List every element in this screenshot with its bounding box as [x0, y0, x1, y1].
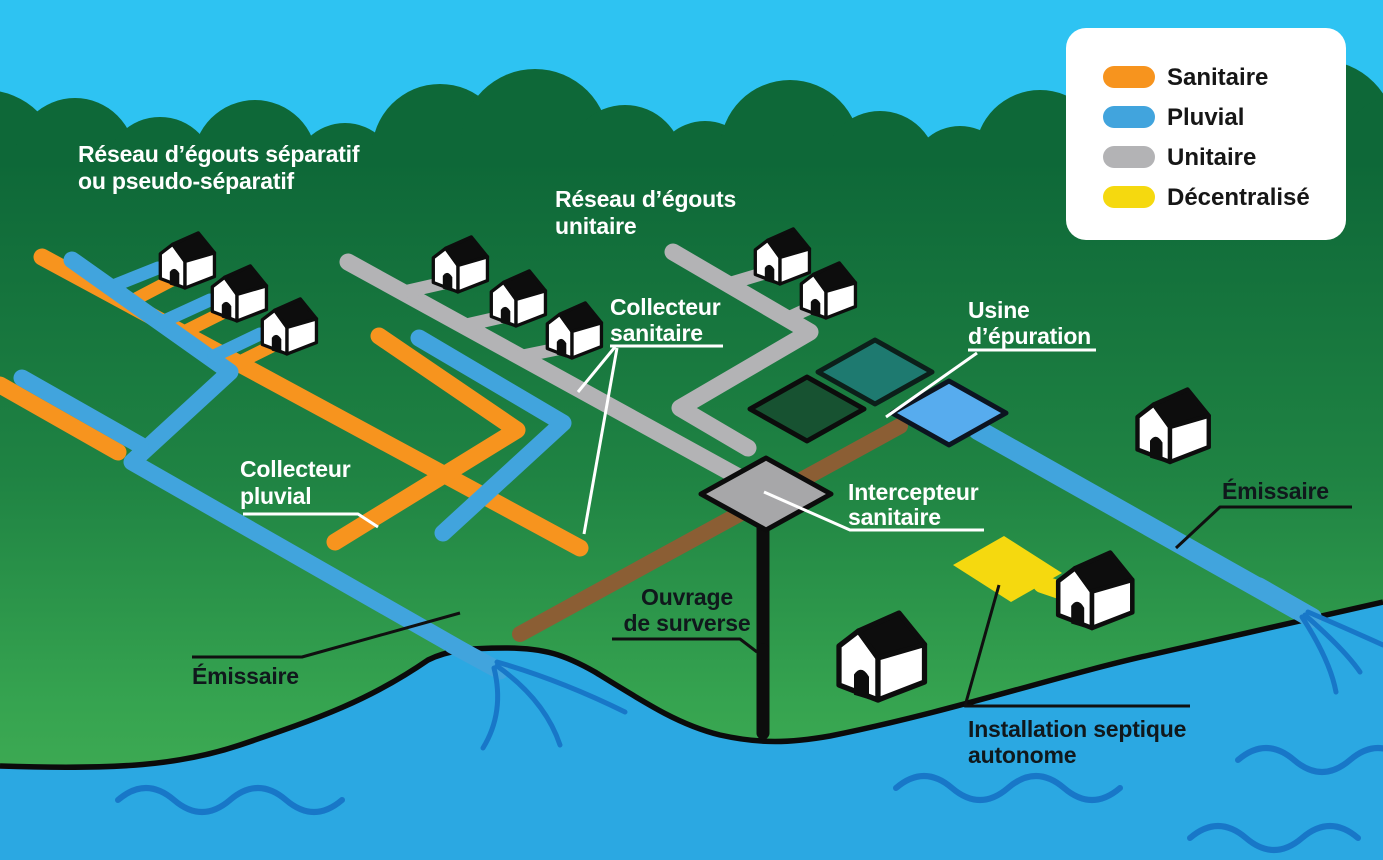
label-usine: d’épuration [968, 323, 1091, 349]
legend-swatch-pluvial [1103, 106, 1155, 128]
shoreline [0, 599, 1383, 771]
legend-label-unitaire: Unitaire [1167, 144, 1256, 171]
treatment-plant [747, 337, 1009, 448]
intercepteur-pipe [512, 418, 908, 642]
label-reseau-separatif: Réseau d’égouts séparatif [78, 141, 360, 167]
river [0, 577, 1383, 860]
pointer-lines [192, 344, 1352, 708]
discharge-fan [480, 609, 1383, 751]
label-reseau-unitaire: Réseau d’égouts [555, 186, 736, 212]
installation-pointer [963, 584, 1190, 708]
label-reseau-separatif: ou pseudo-séparatif [78, 168, 295, 194]
label-installation: Installation septique [968, 716, 1186, 742]
label-ouvrage: de surverse [624, 610, 751, 636]
ouvrage-pointer [612, 637, 758, 654]
legend-label-decentralise: Décentralisé [1167, 184, 1310, 211]
emissaire-right-pointer [1174, 505, 1352, 550]
label-collecteur-sanitaire: sanitaire [610, 320, 703, 346]
basin-blue [889, 378, 1009, 448]
legend: Sanitaire Pluvial Unitaire Décentralisé [1066, 28, 1346, 240]
legend-label-pluvial: Pluvial [1167, 104, 1244, 131]
label-emissaire-right: Émissaire [1222, 477, 1329, 504]
usine-pointer [885, 351, 978, 419]
diagram-labels: Réseau d’égouts séparatif ou pseudo-sépa… [78, 141, 1329, 768]
legend-swatch-sanitaire [1103, 66, 1155, 88]
label-emissaire-left: Émissaire [192, 662, 299, 689]
basin-teal [815, 337, 935, 407]
label-reseau-unitaire: unitaire [555, 213, 636, 239]
intercepteur-pointer [763, 490, 984, 532]
collecteur-pluvial-pointer [243, 512, 379, 529]
label-collecteur-sanitaire: Collecteur [610, 294, 721, 320]
collecteur-sanitaire-pointer [576, 346, 617, 393]
legend-swatch-decentralise [1103, 186, 1155, 208]
label-intercepteur: Intercepteur [848, 479, 979, 505]
emissaire-left-pointer [192, 611, 461, 659]
label-collecteur-pluvial: Collecteur [240, 456, 351, 482]
label-ouvrage: Ouvrage [641, 584, 733, 610]
label-usine: Usine [968, 297, 1030, 323]
legend-label-sanitaire: Sanitaire [1167, 64, 1268, 91]
pluvial-network [13, 251, 1322, 681]
unitaire-network [339, 243, 821, 501]
collecteur-sanitaire-pointer [582, 347, 619, 535]
basin-dark-green [747, 374, 867, 444]
label-collecteur-pluvial: pluvial [240, 483, 311, 509]
legend-swatch-unitaire [1103, 146, 1155, 168]
label-installation: autonome [968, 742, 1076, 768]
label-intercepteur: sanitaire [848, 504, 941, 530]
waves [115, 745, 1383, 853]
